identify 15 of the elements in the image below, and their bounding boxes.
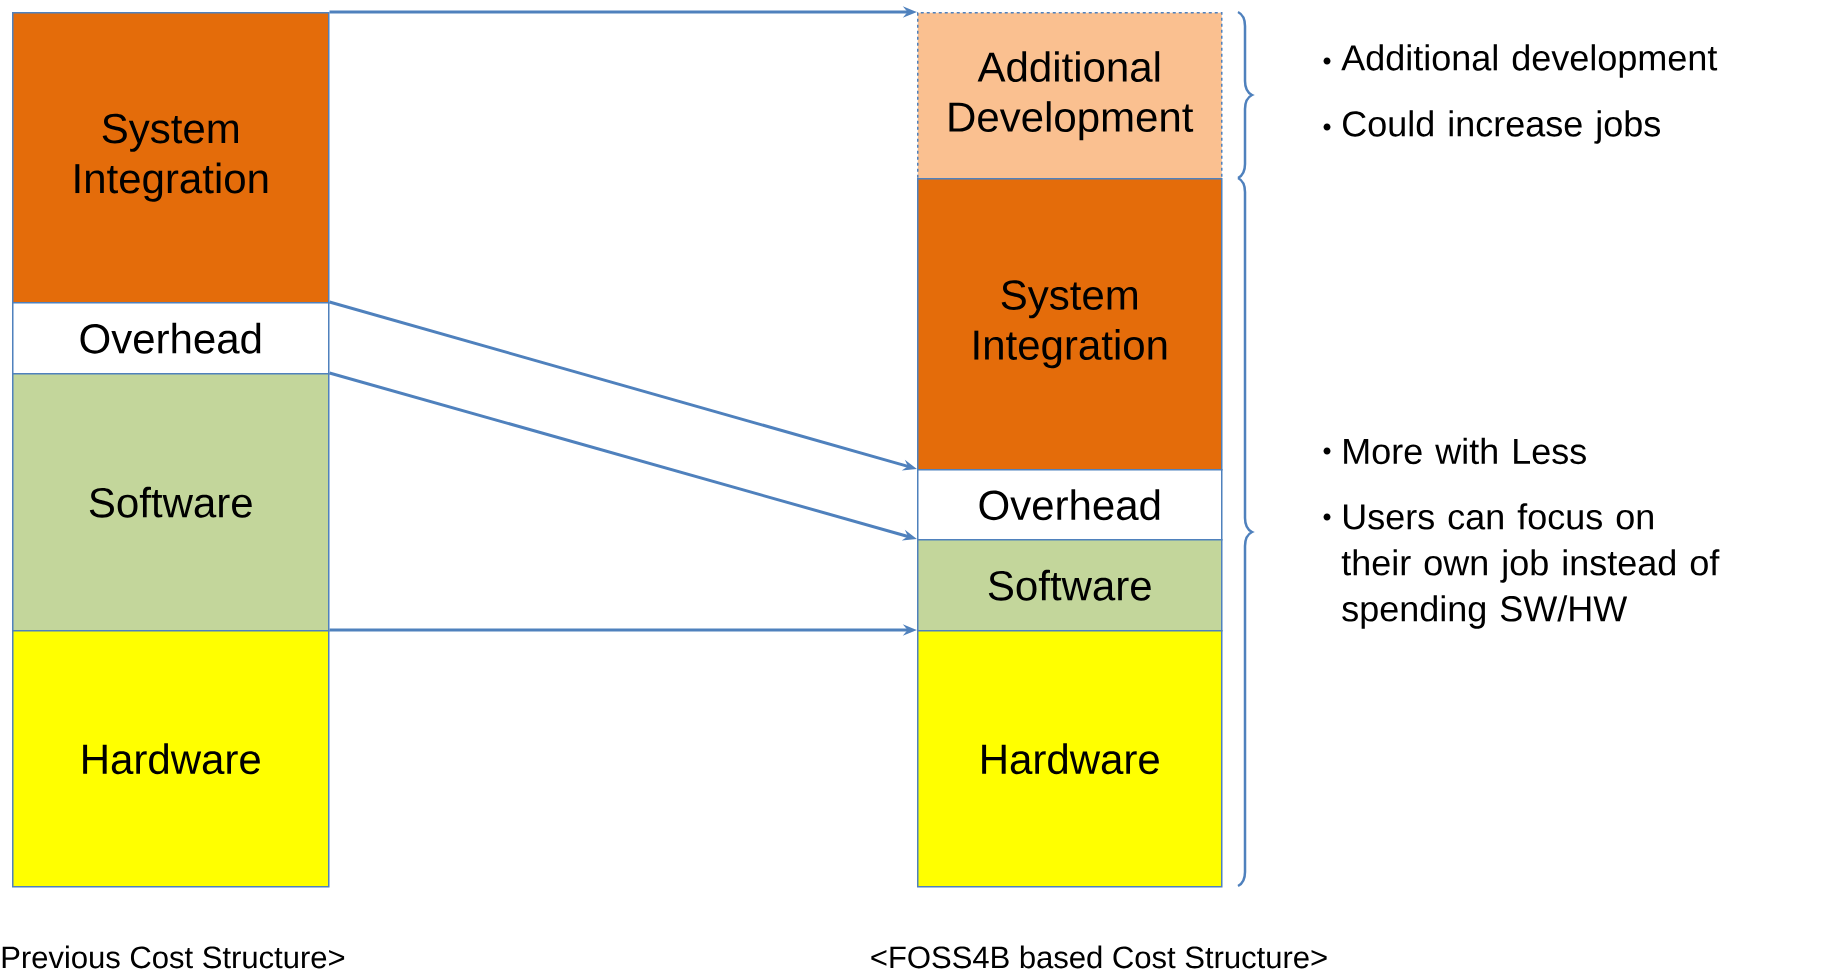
cost-block: System Integration (12, 12, 330, 304)
cost-block: System Integration (917, 178, 1223, 471)
cost-block: Software (12, 373, 330, 632)
cost-block: Additional Development (917, 12, 1223, 180)
bullet-text: More with Less (1344, 437, 1586, 465)
cost-block: Overhead (12, 302, 330, 375)
caption: <FOSS4B based Cost Structure> (871, 945, 1327, 969)
cost-block: Overhead (917, 469, 1223, 541)
cost-block: Software (917, 539, 1223, 632)
caption: Previous Cost Structure> (2, 945, 345, 969)
bullet-text: Could increase jobs (1343, 110, 1660, 144)
cost-block: Hardware (917, 630, 1223, 888)
bullet-text: Additional development (1341, 44, 1718, 78)
bullet-text: Users can focus on their own job instead of spending SW/HW (1341, 503, 1720, 629)
cost-block: Hardware (12, 630, 330, 888)
